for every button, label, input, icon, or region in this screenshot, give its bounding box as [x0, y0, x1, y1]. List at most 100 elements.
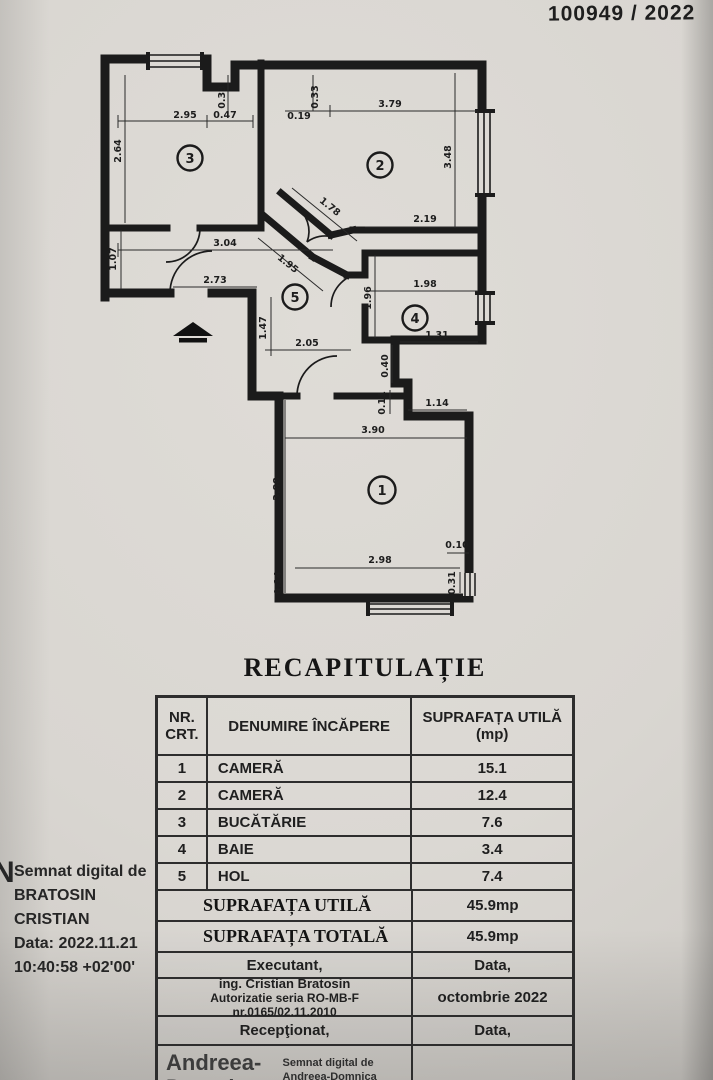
interior-walls [101, 59, 486, 400]
door-arc [306, 235, 334, 243]
dimension-label: 2.64 [113, 139, 124, 163]
executant-details: ing. Cristian Bratosin Autorizatie seria… [158, 975, 414, 1019]
dimension-label: 3.79 [378, 99, 401, 110]
total-total-label: SUPRAFAȚA TOTALĂ [158, 922, 414, 951]
door-arc [330, 272, 366, 308]
executant-authorization: Autorizatie seria RO-MB-F nr.0165/02.11.… [210, 990, 359, 1019]
signature-digital-note: Semnat digital de Andreea-Domnica Raiciu [283, 1046, 412, 1080]
svg-text:5: 5 [290, 291, 299, 306]
dimension-label: 0.47 [213, 110, 236, 121]
executant-label: Executant, [158, 953, 414, 977]
table-row: 3 BUCĂTĂRIE 7.6 [158, 810, 572, 837]
dimension-label: 2.05 [295, 338, 318, 349]
col-header-nr-line1: NR. [169, 709, 195, 726]
signature-cell: Andreea- Domnica Semnat digital de Andre… [158, 1046, 414, 1080]
dimension-label: 3.88 [272, 477, 283, 501]
outer-walls [100, 54, 487, 603]
total-util-row: SUPRAFAȚA UTILĂ 45.9mp [158, 891, 572, 922]
door-arcs [165, 205, 366, 397]
row-nr: 1 [158, 756, 208, 781]
window-room1-right [463, 573, 476, 596]
date-value: octombrie 2022 [437, 988, 548, 1006]
recap-title: RECAPITULAȚIE [243, 653, 487, 682]
room-marker-4: 4 [401, 304, 429, 332]
window-room2 [475, 109, 495, 197]
executant-detail-row: ing. Cristian Bratosin Autorizatie seria… [158, 975, 572, 1019]
dimension-label: 3.48 [443, 145, 454, 169]
door-arc [165, 227, 201, 263]
col-header-area-line1: SUPRAFAȚA UTILĂ [422, 709, 562, 726]
dimension-label: 2.19 [413, 214, 436, 225]
dimension-label: 0.11 [377, 391, 388, 414]
door-arc [169, 250, 213, 294]
row-area: 7.6 [481, 814, 503, 831]
digital-signature-line4: 10:40:58 +02'00' [14, 959, 136, 976]
dimension-label: 0.33 [217, 85, 228, 108]
dimension-label: 1.14 [425, 398, 449, 409]
data-label: Data, [474, 956, 511, 974]
file-number: 100949 / 2022 [547, 1, 696, 26]
dimension-label: 0.14 [273, 571, 284, 595]
dimension-label: 2.73 [203, 275, 226, 286]
dimension-label: 1.07 [108, 247, 119, 270]
door-arc [296, 355, 338, 397]
receptionat-label: Recepţionat, [158, 1017, 414, 1044]
entrance-arrow-icon [173, 322, 213, 343]
table-row: 1 CAMERĂ 15.1 [158, 756, 572, 783]
room-marker-5: 5 [281, 283, 309, 311]
dimension-label: 0.31 [447, 571, 458, 594]
table-row: 2 CAMERĂ 12.4 [158, 783, 572, 810]
row-name: CAMERĂ [208, 756, 413, 781]
signature-edge-fragment: N [0, 856, 15, 889]
row-area: 3.4 [481, 841, 503, 858]
total-total-row: SUPRAFAȚA TOTALĂ 45.9mp [158, 922, 572, 953]
signature-digital-line2: Andreea-Domnica Raiciu [282, 1071, 377, 1080]
row-nr: 2 [158, 783, 208, 808]
digital-signature-line1: Semnat digital de [14, 863, 147, 880]
col-header-area: SUPRAFAȚA UTILĂ (mp) [412, 698, 572, 754]
dimension-label: 1.98 [413, 279, 437, 290]
row-area: 12.4 [477, 787, 507, 804]
table-row: 4 BAIE 3.4 [158, 837, 572, 864]
room-markers: 3 2 5 4 1 [176, 144, 429, 505]
row-name: CAMERĂ [208, 783, 413, 808]
dimension-label: 0.33 [310, 85, 321, 108]
signature-row: Andreea- Domnica Semnat digital de Andre… [158, 1046, 572, 1080]
total-util-label: SUPRAFAȚA UTILĂ [158, 891, 414, 920]
room-marker-2: 2 [366, 151, 394, 179]
svg-text:3: 3 [185, 152, 194, 167]
window-symbols [146, 52, 495, 616]
receptionat-row: Recepţionat, Data, [158, 1017, 572, 1046]
dimension-label: 3.90 [361, 425, 385, 436]
svg-text:2: 2 [375, 159, 384, 174]
row-name: BUCĂTĂRIE [208, 810, 413, 835]
dimension-label: 1.31 [425, 330, 448, 341]
executant-name: ing. Cristian Bratosin [218, 975, 351, 991]
dimension-label: 2.98 [368, 555, 392, 566]
signature-name: Andreea- Domnica [158, 1046, 283, 1080]
window-kitchen [146, 52, 204, 70]
row-name: HOL [208, 864, 413, 889]
signature-name-line2: Domnica [166, 1075, 283, 1080]
svg-text:4: 4 [410, 312, 419, 327]
dimension-label: 0.10 [445, 540, 469, 551]
floor-plan: 2.95 0.33 0.47 0.19 0.33 3.79 2.64 3.48 … [100, 52, 495, 616]
signature-name-line1: Andreea- [166, 1050, 262, 1075]
col-header-nr-line2: CRT. [165, 726, 199, 743]
recap-table: NR. CRT. DENUMIRE ÎNCĂPERE SUPRAFAȚA UTI… [155, 695, 575, 1080]
dimension-label: 0.40 [380, 354, 391, 378]
room-marker-1: 1 [367, 475, 397, 505]
dimension-lines [117, 73, 478, 593]
window-room4 [475, 291, 495, 325]
room-marker-3: 3 [176, 144, 204, 172]
digital-signature-line3: Data: 2022.11.21 [14, 935, 138, 952]
dimension-label: 3.04 [213, 238, 237, 249]
window-room1-bottom [366, 594, 454, 616]
col-header-area-line2: (mp) [475, 726, 509, 743]
dimension-label: 1.78 [317, 195, 342, 219]
col-header-name: DENUMIRE ÎNCĂPERE [208, 698, 413, 754]
row-area: 15.1 [477, 760, 507, 777]
signature-digital-line1: Semnat digital de [282, 1057, 374, 1069]
col-header-name-label: DENUMIRE ÎNCĂPERE [228, 717, 390, 735]
svg-text:1: 1 [377, 484, 386, 499]
